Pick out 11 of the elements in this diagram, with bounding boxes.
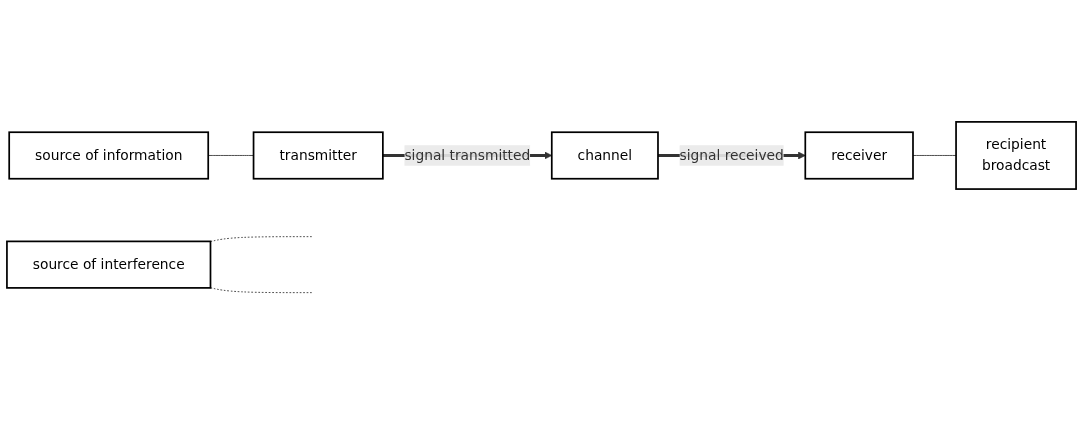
node-box: transmitter <box>252 131 384 180</box>
node-box: channel <box>550 131 659 180</box>
connector <box>210 287 313 294</box>
edge-label: signal received <box>679 146 784 164</box>
connector <box>210 236 313 242</box>
node-box: receiver <box>804 131 914 180</box>
connector <box>912 155 957 156</box>
edge-label: signal transmitted <box>404 146 531 164</box>
node-box: source of interference <box>6 240 212 289</box>
node-box: source of information <box>8 131 210 180</box>
node-box: recipient broadcast <box>955 121 1077 190</box>
